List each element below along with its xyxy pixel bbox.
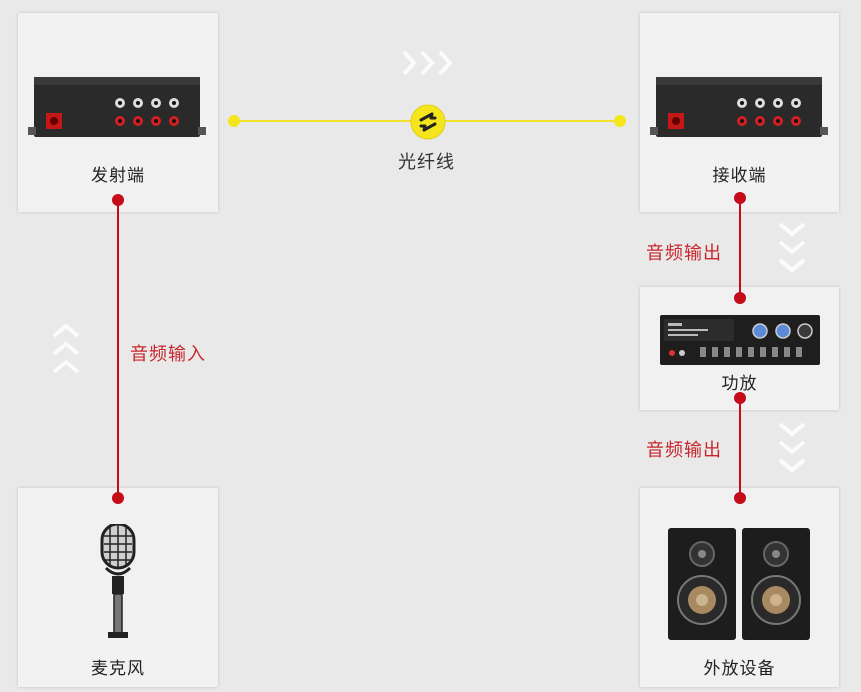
transmitter-label: 发射端	[91, 166, 145, 186]
receiver-device-image	[650, 77, 828, 137]
microphone-card: 麦克风	[18, 488, 218, 687]
fiber-endpoint-left	[228, 115, 240, 127]
audio-out-2-endpoint-bottom	[734, 492, 746, 504]
audio-out-2-endpoint-top	[734, 392, 746, 404]
chevron-down-icon	[778, 222, 806, 273]
fiber-swap-icon	[410, 104, 446, 140]
amplifier-card: 功放	[640, 287, 839, 410]
audio-out-1-endpoint-bottom	[734, 292, 746, 304]
fiber-endpoint-right	[614, 115, 626, 127]
audio-in-endpoint-top	[112, 194, 124, 206]
audio-out-1-label: 音频输出	[646, 243, 722, 264]
receiver-label: 接收端	[712, 166, 767, 186]
audio-out-1-endpoint-top	[734, 192, 746, 204]
audio-out-2-line	[739, 398, 741, 498]
receiver-card: 接收端	[640, 13, 839, 212]
amplifier-label: 功放	[721, 374, 758, 394]
speakers-label: 外放设备	[703, 659, 776, 679]
audio-in-endpoint-bottom	[112, 492, 124, 504]
chevron-right-icon	[402, 50, 453, 76]
transmitter-device-image	[28, 77, 206, 137]
chevron-up-icon	[52, 323, 80, 374]
audio-in-line	[117, 200, 119, 498]
microphone-image	[100, 524, 136, 638]
fiber-label: 光纤线	[398, 152, 455, 173]
audio-in-label: 音频输入	[130, 344, 206, 365]
microphone-label: 麦克风	[91, 659, 145, 679]
amplifier-device-image	[660, 315, 820, 365]
audio-out-1-line	[739, 197, 741, 298]
speakers-card: 外放设备	[640, 488, 839, 687]
audio-out-2-label: 音频输出	[646, 440, 722, 461]
chevron-down-icon	[778, 422, 806, 473]
transmitter-card: 发射端	[18, 13, 218, 212]
speakers-image	[668, 528, 810, 640]
